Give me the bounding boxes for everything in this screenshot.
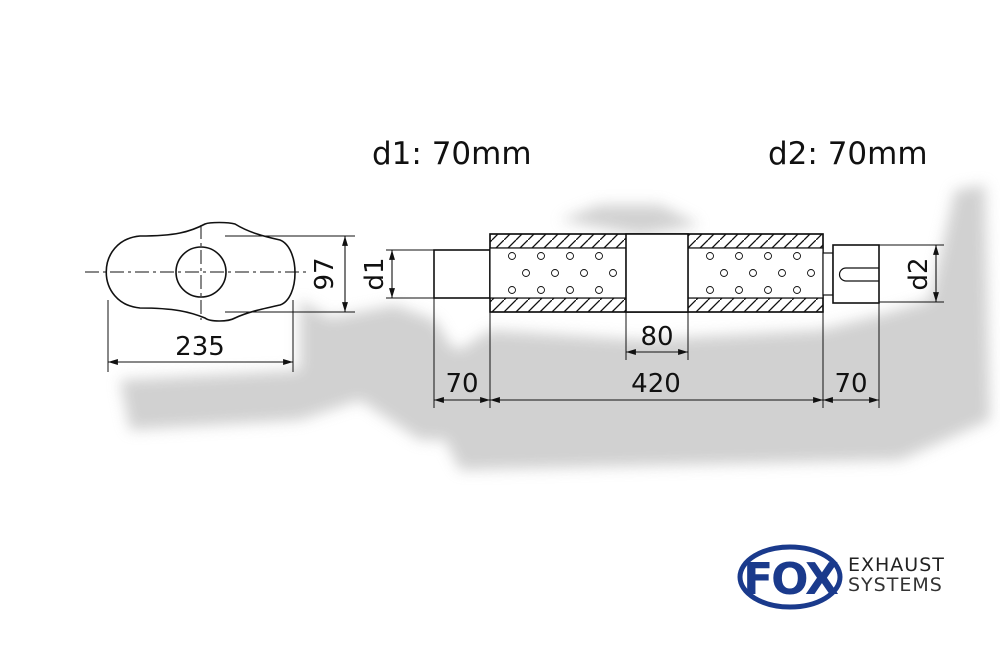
perforation-hole <box>595 252 603 260</box>
d2-dimension-label: d2 <box>904 257 934 290</box>
perforation-hole <box>508 286 516 294</box>
logo-letters: FOX <box>743 554 839 605</box>
perforation-hole <box>793 286 801 294</box>
cross-section <box>85 221 355 372</box>
inlet-pipe <box>433 249 491 299</box>
cross-height-label: 97 <box>310 257 340 290</box>
d1-spec-label: d1: 70mm <box>372 136 532 172</box>
center-gap <box>625 233 689 313</box>
perforation-hole <box>551 269 559 277</box>
perforation-hole <box>735 286 743 294</box>
d1-dimension-label: d1 <box>360 257 390 290</box>
drop-shadow <box>120 185 990 470</box>
perforation-hole <box>749 269 757 277</box>
perforation-hole <box>764 286 772 294</box>
d2-spec-label: d2: 70mm <box>768 136 928 172</box>
center-gap-label: 80 <box>640 322 673 352</box>
perforation-holes <box>508 252 815 294</box>
perforation-hole <box>537 286 545 294</box>
perforation-hole <box>566 252 574 260</box>
outlet-flange <box>822 252 834 296</box>
perforation-hole <box>609 269 617 277</box>
fox-logo: FOX <box>737 544 843 610</box>
perforation-hole <box>595 286 603 294</box>
perforation-hole <box>522 269 530 277</box>
perforation-hole <box>508 252 516 260</box>
cross-width-label: 235 <box>175 332 225 362</box>
body-length-label: 420 <box>631 369 681 399</box>
perforation-hole <box>720 269 728 277</box>
perforation-hole <box>537 252 545 260</box>
logo-ellipse <box>737 544 843 610</box>
brand-line-exhaust: EXHAUST <box>848 554 945 576</box>
brand-line-systems: SYSTEMS <box>848 574 943 596</box>
perforation-hole <box>764 252 772 260</box>
perforation-hole <box>793 252 801 260</box>
perforation-hole <box>735 252 743 260</box>
inlet-circle <box>175 246 227 298</box>
perforation-hole <box>807 269 815 277</box>
inlet-length-label: 70 <box>445 369 478 399</box>
outlet-length-label: 70 <box>834 369 867 399</box>
perforation-hole <box>580 269 588 277</box>
perforation-hole <box>778 269 786 277</box>
outlet-pipe <box>832 244 880 304</box>
perforation-hole <box>706 252 714 260</box>
perforation-hole <box>706 286 714 294</box>
perforation-hole <box>566 286 574 294</box>
